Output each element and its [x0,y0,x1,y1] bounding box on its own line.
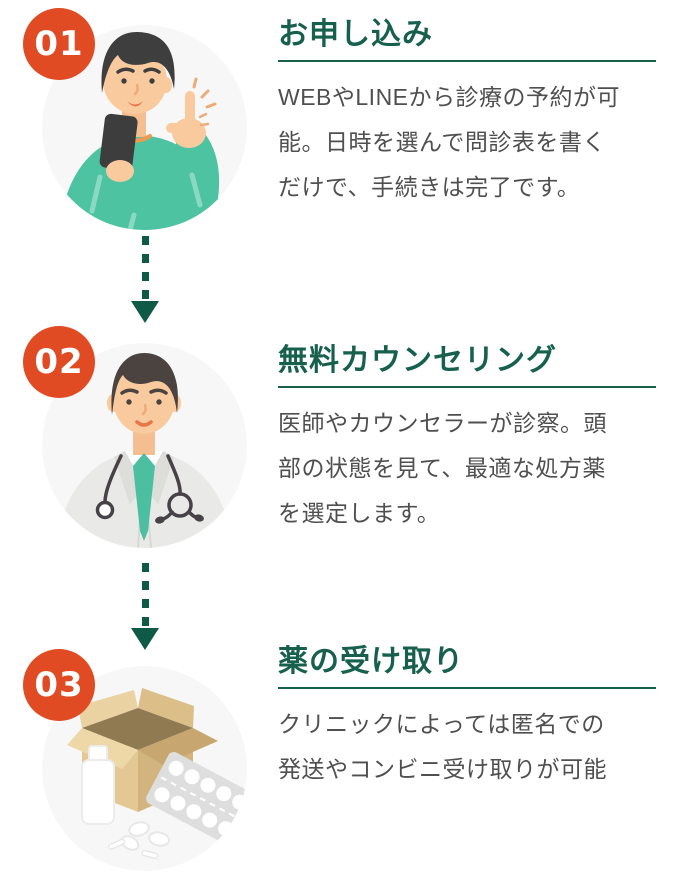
flow-arrow-down-icon [131,563,159,650]
step-number: 01 [34,24,84,64]
step-2-content: 無料カウンセリング 医師やカウンセラーが診察。頭 部の状態を見て、最適な処方薬 … [278,342,658,536]
description-line: 能。日時を選んで問診表を書く [278,129,606,155]
step-number: 02 [34,342,84,382]
description-line: 発送やコンビニ受け取りが可能 [278,756,607,782]
title-underline [278,386,656,388]
step-3-badge: 03 [23,649,95,721]
step-1-content: お申し込み WEBやLINEから診療の予約が可 能。日時を選んで問診表を書く だ… [278,16,658,210]
description-line: WEBやLINEから診療の予約が可 [278,84,621,110]
man-with-smartphone-illustration [42,25,247,230]
description-line: 部の状態を見て、最適な処方薬 [278,455,606,481]
arrow-head [131,301,159,323]
doctor-with-stethoscope-illustration [42,343,247,548]
step-1-badge: 01 [23,8,95,80]
arrow-head [131,628,159,650]
step-2-description: 医師やカウンセラーが診察。頭 部の状態を見て、最適な処方薬 を選定します。 [278,401,658,536]
arrow-dashed-shaft [141,236,149,300]
step-1-description: WEBやLINEから診療の予約が可 能。日時を選んで問診表を書く だけで、手続き… [278,75,658,210]
arrow-dashed-shaft [141,563,149,627]
step-1-title: お申し込み [278,18,433,51]
step-2-badge: 02 [23,326,95,398]
medicine-parcel-illustration [42,666,247,871]
description-line: を選定します。 [278,500,441,526]
step-3-figure: 03 [23,649,247,871]
title-underline [278,687,656,689]
description-line: 医師やカウンセラーが診察。頭 [278,410,607,436]
step-3-description: クリニックによっては匿名での 発送やコンビニ受け取りが可能 [278,702,658,792]
flow-arrow-down-icon [131,236,159,323]
description-line: だけで、手続きは完了です。 [278,174,581,200]
title-underline [278,60,656,62]
step-3-title: 薬の受け取り [278,645,464,678]
step-3-content: 薬の受け取り クリニックによっては匿名での 発送やコンビニ受け取りが可能 [278,643,658,792]
step-2-title: 無料カウンセリング [278,344,557,377]
description-line: クリニックによっては匿名での [278,711,605,737]
step-2-figure: 02 [23,326,247,548]
step-1-figure: 01 [23,8,247,230]
step-number: 03 [34,665,84,705]
